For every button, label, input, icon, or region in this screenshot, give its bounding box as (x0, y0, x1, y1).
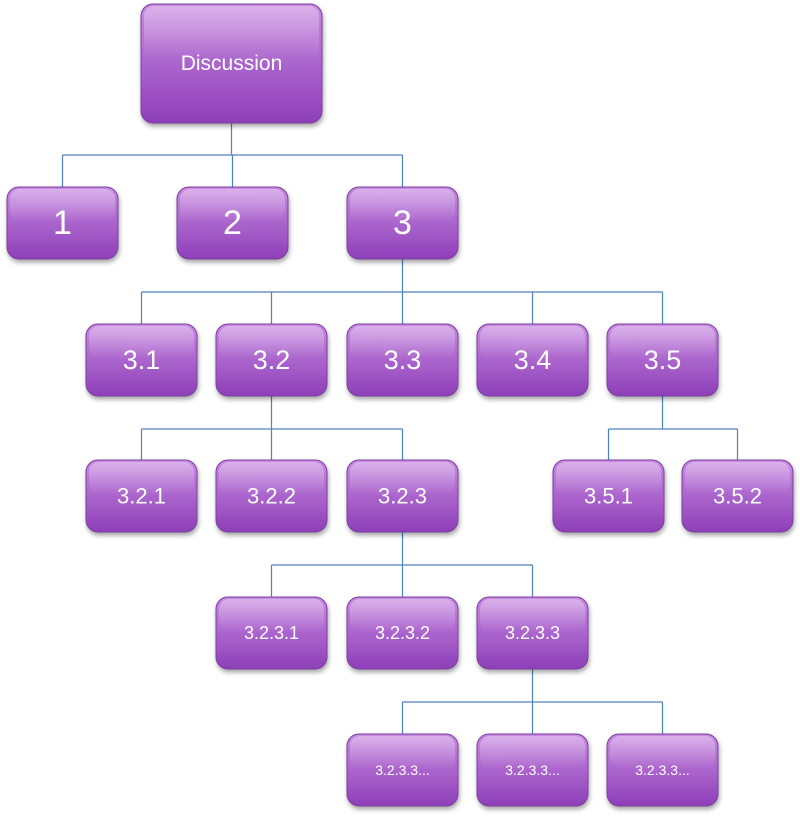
node-gloss (144, 6, 319, 60)
node-n3-2-2: 3.2.2 (215, 459, 328, 533)
node-gloss (89, 462, 194, 495)
node-gloss (610, 736, 715, 769)
node-label: 3 (393, 204, 412, 242)
node-gloss (480, 736, 585, 769)
node-label: 3.4 (514, 345, 552, 375)
node-n1: 1 (6, 186, 119, 260)
node-gloss (219, 462, 324, 495)
node-gloss (219, 599, 324, 632)
node-n3-5: 3.5 (606, 323, 719, 397)
node-label: 3.2.3.3 (505, 623, 560, 643)
node-gloss (556, 462, 661, 495)
node-gloss (480, 326, 585, 359)
node-n2: 2 (176, 186, 289, 260)
node-layer: Discussion 1 2 3 3.1 3.2 3.3 3.4 3.5 3.2.1 3.2.2 3.… (6, 3, 794, 807)
node-label: 3.5 (644, 345, 682, 375)
node-label: 3.3 (384, 345, 422, 375)
node-label: 3.2.3.2 (375, 623, 430, 643)
node-n3-2-3: 3.2.3 (346, 459, 459, 533)
node-n3-5-1: 3.5.1 (552, 459, 665, 533)
node-gloss (350, 326, 455, 359)
node-n3: 3 (346, 186, 459, 260)
node-label: 1 (53, 204, 72, 242)
node-gloss (219, 326, 324, 359)
node-n3-2-1: 3.2.1 (85, 459, 198, 533)
node-label: 3.2 (253, 345, 291, 375)
node-label: 3.2.3.1 (244, 623, 299, 643)
node-n3-2-3-3-b: 3.2.3.3... (476, 733, 589, 807)
node-n3-2-3-2: 3.2.3.2 (346, 596, 459, 670)
node-n3-2-3-3-c: 3.2.3.3... (606, 733, 719, 807)
node-gloss (350, 599, 455, 632)
node-label: 3.2.3 (378, 484, 427, 509)
node-label: 3.2.1 (117, 484, 166, 509)
node-label: 3.2.3.3... (375, 762, 429, 778)
node-n3-4: 3.4 (476, 323, 589, 397)
node-n3-5-2: 3.5.2 (681, 459, 794, 533)
node-gloss (180, 189, 285, 222)
node-label: 3.5.1 (584, 484, 633, 509)
node-gloss (89, 326, 194, 359)
node-gloss (350, 462, 455, 495)
node-discussion: Discussion (140, 3, 323, 124)
node-n3-3: 3.3 (346, 323, 459, 397)
node-gloss (685, 462, 790, 495)
node-gloss (480, 599, 585, 632)
node-label: 2 (223, 204, 242, 242)
node-gloss (610, 326, 715, 359)
node-label: 3.5.2 (713, 484, 762, 509)
node-label: 3.2.2 (247, 484, 296, 509)
node-n3-2-3-1: 3.2.3.1 (215, 596, 328, 670)
node-label: 3.2.3.3... (635, 762, 689, 778)
node-gloss (350, 736, 455, 769)
node-n3-2-3-3: 3.2.3.3 (476, 596, 589, 670)
node-n3-1: 3.1 (85, 323, 198, 397)
connector-lines (61, 123, 739, 734)
node-n3-2-3-3-a: 3.2.3.3... (346, 733, 459, 807)
node-n3-2: 3.2 (215, 323, 328, 397)
node-label: Discussion (181, 52, 283, 75)
node-gloss (350, 189, 455, 222)
node-label: 3.1 (123, 345, 161, 375)
node-label: 3.2.3.3... (505, 762, 559, 778)
node-gloss (10, 189, 115, 222)
